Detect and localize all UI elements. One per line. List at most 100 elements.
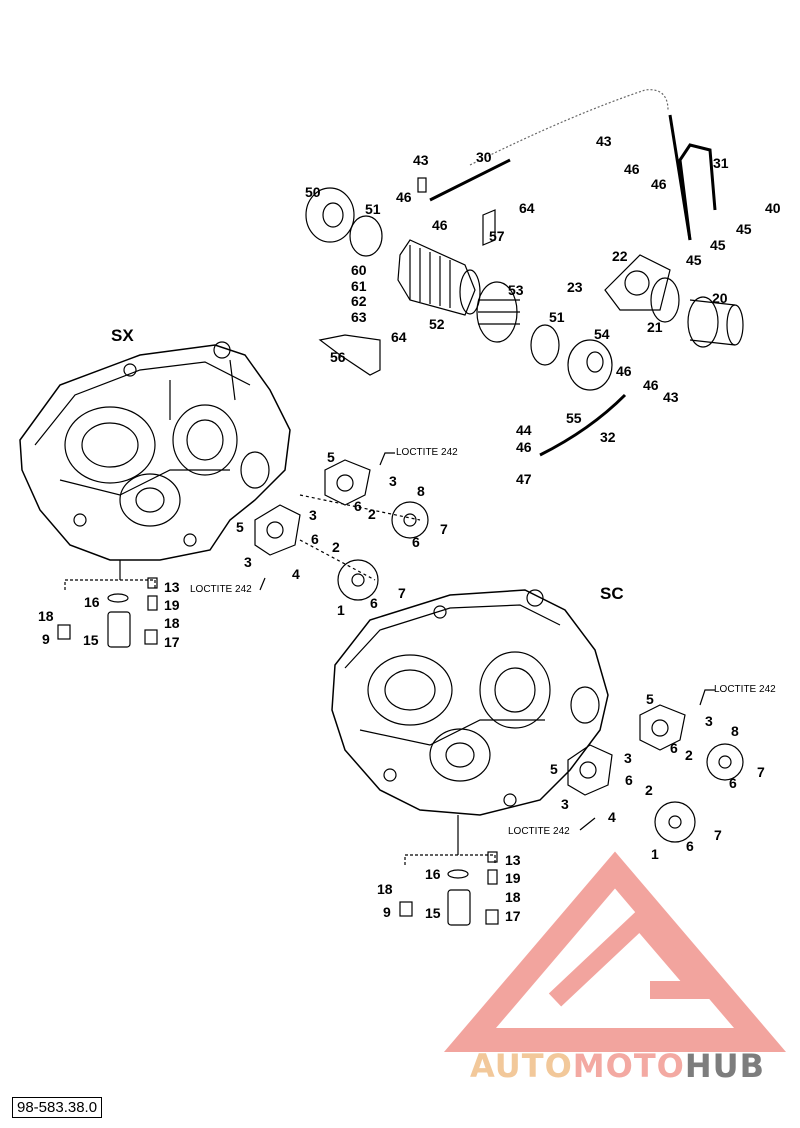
callout-label: 23 [567,279,583,295]
callout-label: 44 [516,422,532,438]
callout-label: 60 [351,262,367,278]
callout-label: 45 [736,221,752,237]
brand-part: MOTO [572,1047,685,1085]
callout-label: 6 [625,772,633,788]
callout-label: 8 [731,723,739,739]
oil-line-31 [678,143,717,241]
callout-label: 13 [505,852,521,868]
cover-54 [567,339,613,391]
callout-label: 6 [670,740,678,756]
callout-label: 9 [383,904,391,920]
brand-part: HUB [684,1047,766,1085]
callout-label: 9 [42,631,50,647]
callout-label: 2 [645,782,653,798]
watermark-logo [443,851,787,1052]
callout-label: 20 [712,290,728,306]
callout-label: 13 [164,579,180,595]
oil-line-30 [429,158,511,202]
loctite-note: LOCTITE 242 [714,684,776,695]
callout-label: 3 [309,507,317,523]
callout-label: 3 [705,713,713,729]
callout-label: 18 [505,889,521,905]
callout-label: 61 [351,278,367,294]
callout-label: 6 [729,775,737,791]
sc-strainer [399,815,499,926]
callout-label: 52 [429,316,445,332]
watermark-brand: AUTOMOTOHUB [470,1047,765,1085]
callout-label: 7 [757,764,765,780]
callout-label: 56 [330,349,346,365]
callout-label: 18 [377,881,393,897]
callout-label: 4 [292,566,300,582]
callout-label: 51 [365,201,381,217]
callout-label: 46 [651,176,667,192]
o-ring-51a [349,215,383,257]
callout-label: 43 [663,389,679,405]
section-title-sc: SC [600,584,624,603]
callout-label: 40 [765,200,781,216]
callout-label: 1 [337,602,345,618]
callout-label: 3 [389,473,397,489]
callout-label: 32 [600,429,616,445]
callout-label: 2 [368,506,376,522]
callout-label: 64 [519,200,535,216]
callout-label: 46 [624,161,640,177]
brand-part: AUTO [470,1047,573,1085]
callout-label: 57 [489,228,505,244]
callout-label: 55 [566,410,582,426]
o-ring-21 [650,277,680,323]
filter-element-53 [476,281,520,343]
loctite-leader-4 [579,817,596,831]
loctite-leader-3 [699,689,715,706]
callout-label: 64 [391,329,407,345]
callout-label: 16 [425,866,441,882]
callout-label: 6 [412,534,420,550]
callout-label: 31 [713,155,729,171]
callout-label: 8 [417,483,425,499]
filter-cover-22 [604,254,671,311]
callout-label: 18 [164,615,180,631]
callout-label: 5 [327,449,335,465]
callout-label: 47 [516,471,532,487]
oil-tank-52 [397,239,481,316]
callout-label: 15 [425,905,441,921]
sx-strainer [57,560,158,648]
callout-label: 46 [516,439,532,455]
callout-label: 53 [508,282,524,298]
filter-20 [687,296,744,348]
callout-label: 62 [351,293,367,309]
callout-label: 46 [616,363,632,379]
callout-label: 2 [685,747,693,763]
loctite-note: LOCTITE 242 [508,826,570,837]
callout-label: 5 [646,691,654,707]
callout-label: 1 [651,846,659,862]
callout-label: 17 [505,908,521,924]
sc-crankcase [331,589,609,816]
callout-label: 17 [164,634,180,650]
callout-label: 16 [84,594,100,610]
callout-label: 3 [624,750,632,766]
callout-label: 7 [440,521,448,537]
callout-label: 46 [643,377,659,393]
sx-crankcase [19,341,291,561]
callout-label: 6 [311,531,319,547]
callout-label: 45 [710,237,726,253]
sx-oil-pump [254,459,429,601]
sc-oil-pump [567,704,744,843]
document-id: 98-583.38.0 [12,1097,103,1118]
oil-line-32 [539,393,627,457]
bracket-57 [482,209,496,246]
callout-label: 19 [164,597,180,613]
callout-label: 43 [596,133,612,149]
bolt-43a [417,177,427,193]
callout-label: 63 [351,309,367,325]
callout-label: 15 [83,632,99,648]
callout-label: 50 [305,184,321,200]
o-ring-51b [530,324,560,366]
bracket-56 [318,334,381,376]
callout-label: 7 [714,827,722,843]
loctite-note: LOCTITE 242 [396,447,458,458]
callout-label: 7 [398,585,406,601]
